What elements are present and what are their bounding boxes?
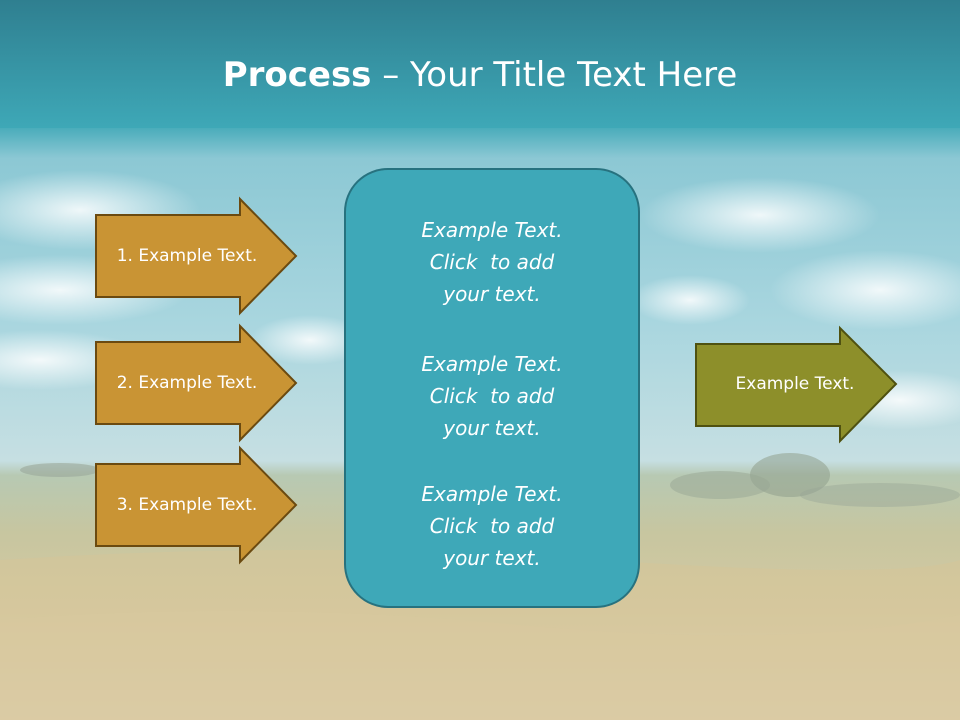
center-text-block-1: Example Text. Click to add your text. [346, 214, 638, 310]
center-text-box: Example Text. Click to add your text. Ex… [344, 168, 640, 608]
center-text-line: Click to add [429, 384, 555, 408]
center-text-line: Example Text. [421, 482, 563, 506]
right-arrow-label: Example Text. [735, 374, 855, 394]
center-text-line: Example Text. [421, 218, 563, 242]
left-arrow-label-1: 1. Example Text. [116, 246, 258, 266]
title-rest: – Your Title Text Here [371, 55, 738, 95]
center-text-line: Click to add [429, 250, 555, 274]
center-text-line: Example Text. [421, 352, 563, 376]
center-text-block-2: Example Text. Click to add your text. [346, 348, 638, 444]
center-text-line: your text. [443, 546, 541, 570]
center-text-line: your text. [443, 282, 541, 306]
center-text-block-3: Example Text. Click to add your text. [346, 478, 638, 574]
left-arrow-label-3: 3. Example Text. [116, 495, 258, 515]
left-arrow-label-2: 2. Example Text. [116, 373, 258, 393]
center-text-line: Click to add [429, 514, 555, 538]
title-bold: Process [222, 55, 372, 95]
center-text-line: your text. [443, 416, 541, 440]
slide-title: Process – Your Title Text Here [0, 52, 960, 98]
